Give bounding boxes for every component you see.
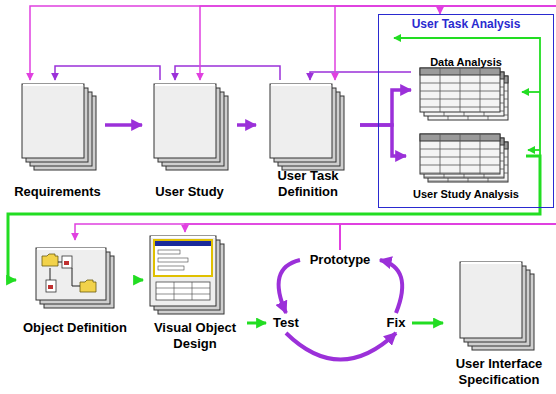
document-stack-node: Requirements	[10, 80, 105, 200]
page-highlight	[271, 84, 331, 86]
page-highlight	[23, 84, 83, 86]
flow-arrow	[237, 123, 256, 127]
table-page	[420, 68, 500, 112]
window-frame	[154, 240, 212, 276]
folder-icon	[80, 280, 96, 292]
node-label: Data Analysis	[430, 55, 502, 69]
page-highlight	[155, 84, 215, 86]
node-label: User Task Analysis	[412, 17, 521, 32]
flow-arrow	[360, 90, 411, 125]
table-column	[460, 134, 461, 174]
flow-arrow	[105, 123, 142, 127]
table-stack-node: Data Analysis	[411, 53, 521, 127]
feedback-line	[394, 38, 540, 156]
flow-arrow	[247, 322, 266, 325]
grid-col	[174, 282, 175, 300]
document-stack	[150, 236, 224, 314]
page	[270, 84, 332, 158]
feedback-stub	[522, 91, 540, 93]
page-highlight	[151, 236, 215, 238]
flow-arrow	[134, 279, 143, 282]
flow-arrow	[185, 224, 340, 250]
document-stack	[36, 248, 114, 308]
table-column	[460, 68, 461, 112]
page	[36, 248, 106, 300]
table-column	[480, 68, 481, 112]
file-icon	[62, 256, 72, 268]
node-label: User Study	[155, 184, 224, 200]
grid-row	[156, 288, 210, 289]
flow-arrow	[175, 66, 280, 80]
page	[22, 84, 84, 158]
node-label: User Study Analysis	[413, 187, 519, 201]
folder-icon	[42, 254, 58, 266]
flow-arrow	[310, 72, 411, 80]
cycle-step: Test	[266, 313, 306, 333]
page-highlight	[461, 262, 521, 264]
document-stack-node: Visual Object Design	[143, 232, 247, 352]
document-stack-node: User Study	[142, 80, 237, 200]
flow-arrow	[55, 66, 160, 80]
file-mark	[48, 285, 53, 289]
table-stack	[420, 134, 508, 182]
page-highlight	[37, 248, 105, 250]
flow-arrow	[286, 333, 396, 360]
document-stack	[270, 84, 344, 170]
feedback-stub	[528, 149, 540, 151]
page	[150, 236, 216, 306]
window-grid	[156, 282, 210, 300]
table-column	[440, 68, 441, 112]
node-label: Object Definition	[23, 320, 127, 336]
table-column	[440, 134, 441, 174]
document-stack	[22, 84, 96, 170]
flow-arrow	[8, 156, 540, 280]
flow-arrow	[360, 125, 406, 156]
window-titlebar	[155, 241, 211, 246]
flow-arrow	[380, 260, 402, 313]
page	[154, 84, 216, 158]
table-stack-node: User Study Analysis	[406, 129, 526, 201]
node-label: User Task Definition	[256, 168, 360, 200]
window-field	[158, 250, 180, 254]
group-box: User Task AnalysisData AnalysisUser Stud…	[378, 14, 554, 208]
flow-arrow	[412, 322, 443, 325]
file-icon	[46, 280, 56, 292]
node-label: Fix	[387, 315, 406, 331]
tree-line	[50, 262, 80, 286]
flow-arrow	[75, 224, 340, 250]
window-field	[158, 266, 184, 270]
table-stack	[420, 68, 508, 120]
table-page	[420, 134, 500, 174]
document-stack-node: Object Definition	[16, 240, 134, 336]
grid-col	[192, 282, 193, 300]
flow-arrow	[279, 260, 300, 313]
cycle-step: Fix	[380, 313, 412, 333]
file-mark	[64, 261, 69, 265]
cycle-step: Prototype	[300, 250, 380, 270]
node-label: Requirements	[14, 184, 101, 200]
node-label: Visual Object Design	[143, 320, 247, 352]
window-field	[158, 258, 188, 262]
node-label: User Interface Specification	[443, 356, 555, 388]
grid-row	[156, 294, 210, 295]
page	[154, 240, 220, 310]
node-label: Prototype	[310, 252, 371, 268]
document-stack-node: User Interface Specification	[443, 255, 555, 388]
document-stack	[154, 84, 228, 170]
page	[460, 262, 522, 338]
document-stack	[460, 262, 534, 350]
node-label: Test	[273, 315, 299, 331]
document-stack-node: User Task Definition	[256, 80, 360, 200]
table-column	[480, 134, 481, 174]
